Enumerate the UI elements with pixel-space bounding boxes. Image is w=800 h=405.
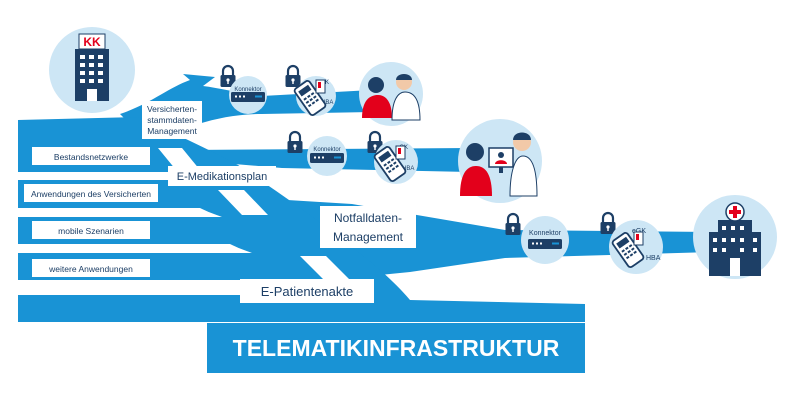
svg-text:Versicherten-: Versicherten-	[147, 104, 197, 114]
side-labels: Bestandsnetzwerke Anwendungen des Versic…	[24, 147, 158, 277]
doctor-patient-icon	[359, 62, 423, 126]
connector-device-icon: Konnektor	[307, 136, 347, 176]
card-terminal-icon: eGK HBA	[292, 76, 336, 118]
road-main	[18, 117, 585, 322]
side-label-mobile: mobile Szenarien	[32, 221, 150, 239]
svg-text:E-Patientenakte: E-Patientenakte	[261, 284, 354, 299]
svg-text:stammdaten-: stammdaten-	[147, 115, 197, 125]
ti-banner: TELEMATIKINFRASTRUKTUR	[207, 323, 585, 373]
padlock-icon	[284, 64, 302, 89]
svg-text:Management: Management	[147, 126, 197, 136]
insurance-building-icon: KK	[49, 27, 135, 113]
lane-separators	[0, 172, 282, 295]
hospital-icon	[693, 195, 777, 279]
svg-text:Anwendungen des Versicherten: Anwendungen des Versicherten	[31, 189, 151, 199]
label-versicherten: Versicherten- stammdaten- Management	[142, 101, 202, 139]
connector-device-icon: Konnektor	[521, 216, 569, 264]
padlock-icon	[286, 130, 304, 155]
svg-text:Konnektor: Konnektor	[313, 147, 340, 153]
svg-text:E-Medikationsplan: E-Medikationsplan	[177, 171, 268, 183]
card-terminal-icon: eGK HBA	[372, 140, 418, 184]
station-lower: Konnektor eGK HBA	[504, 211, 663, 274]
connector-device-icon: Konnektor	[229, 76, 267, 114]
side-label-bestandsnetzwerke: Bestandsnetzwerke	[32, 147, 150, 165]
station-middle: Konnektor eGK HBA	[286, 130, 418, 184]
side-label-anwendungen: Anwendungen des Versicherten	[24, 184, 158, 202]
svg-text:weitere Anwendungen: weitere Anwendungen	[48, 264, 133, 274]
svg-text:KK: KK	[83, 35, 101, 49]
side-label-weitere: weitere Anwendungen	[32, 259, 150, 277]
padlock-icon	[599, 211, 617, 236]
svg-text:Notfalldaten-: Notfalldaten-	[334, 211, 402, 225]
svg-text:Konnektor: Konnektor	[529, 230, 562, 237]
svg-text:HBA: HBA	[646, 255, 661, 262]
label-notfall: Notfalldaten- Management	[320, 206, 416, 248]
svg-text:Konnektor: Konnektor	[234, 87, 261, 93]
padlock-icon	[504, 212, 522, 237]
road-markings	[158, 148, 350, 280]
station-upper: Konnektor eGK HBA	[219, 64, 336, 118]
label-patientenakte: E-Patientenakte	[240, 279, 374, 303]
svg-text:HBA: HBA	[402, 166, 414, 172]
svg-text:TELEMATIKINFRASTRUKTUR: TELEMATIKINFRASTRUKTUR	[233, 335, 560, 361]
telemedicine-screen-icon	[458, 119, 542, 203]
label-medikationsplan: E-Medikationsplan	[168, 166, 276, 186]
card-terminal-icon: eGK HBA	[609, 220, 663, 274]
svg-text:Management: Management	[333, 230, 404, 244]
svg-text:Bestandsnetzwerke: Bestandsnetzwerke	[54, 152, 128, 162]
svg-text:mobile Szenarien: mobile Szenarien	[58, 226, 124, 236]
svg-text:HBA: HBA	[321, 100, 333, 106]
